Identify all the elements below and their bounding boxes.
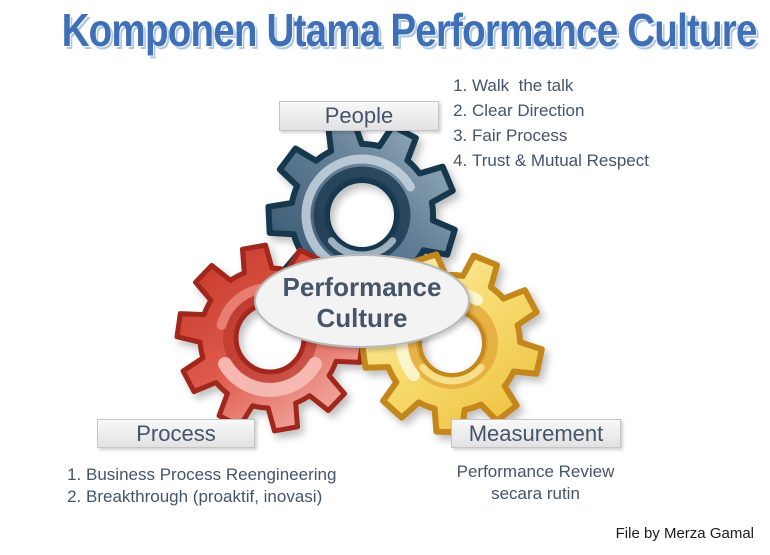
people-item: Trust & Mutual Respect <box>472 148 770 173</box>
center-label-line2: Culture <box>317 303 408 333</box>
people-item: Clear Direction <box>472 98 770 123</box>
page-title: Komponen Utama Performance Culture <box>61 4 758 56</box>
measurement-note-line2: secara rutin <box>491 484 580 503</box>
gears-diagram: Performance Culture <box>174 118 545 436</box>
process-label: Process <box>97 419 255 448</box>
people-item: Fair Process <box>472 123 770 148</box>
people-label: People <box>279 101 439 131</box>
people-item: Walk the talk <box>472 73 770 98</box>
measurement-note: Performance Review secara rutin <box>433 461 638 505</box>
measurement-label: Measurement <box>451 419 621 448</box>
credit-text: File by Merza Gamal <box>615 525 754 542</box>
process-item: Business Process Reengineering <box>86 464 416 486</box>
process-list: Business Process Reengineering Breakthro… <box>58 464 416 508</box>
process-item: Breakthrough (proaktif, inovasi) <box>86 486 416 508</box>
center-ellipse: Performance Culture <box>254 254 470 348</box>
people-list: Walk the talk Clear Direction Fair Proce… <box>444 73 770 173</box>
center-label-line1: Performance <box>283 272 442 302</box>
measurement-note-line1: Performance Review <box>456 462 615 481</box>
